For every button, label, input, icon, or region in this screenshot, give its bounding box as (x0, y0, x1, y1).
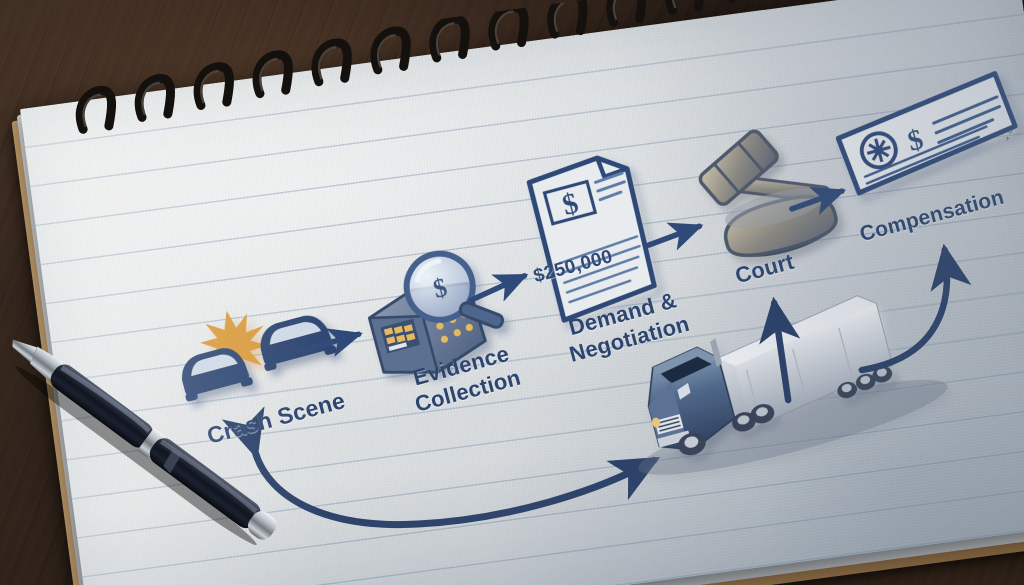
settlement-document-icon: $ (526, 155, 657, 323)
doc-body-lines (557, 235, 641, 304)
check-payment-icon: $ ,° (835, 71, 1018, 196)
doc-header-lines (593, 171, 626, 202)
magnifier-over-box-icon: $ (367, 250, 505, 374)
cab-wheels (678, 404, 775, 456)
diagram-vector-layer: $ $ (182, 71, 1018, 529)
exhaust-stack (710, 338, 723, 367)
pen-end-cap (248, 511, 277, 540)
connector-truck-to-compensation (858, 243, 972, 374)
svg-text:,°: ,° (1003, 125, 1015, 142)
semi-truck-photo (638, 295, 948, 475)
car-left (182, 348, 253, 402)
impact-burst (199, 310, 268, 379)
process-diagram: $ $ (20, 0, 1024, 585)
headlight (652, 417, 661, 428)
trailer-wheels (837, 366, 893, 399)
spiral-binding (51, 0, 1024, 150)
two-cars-collision-icon (182, 310, 337, 402)
front-bumper (657, 430, 691, 448)
connector-truck-to-court (759, 296, 801, 404)
connector-crash-to-evidence (298, 328, 363, 357)
keypad-panel (380, 318, 421, 354)
pen-center-ring (137, 427, 164, 458)
ballpoint-pen (0, 321, 290, 556)
connector-truck-to-crash-scene (221, 406, 661, 529)
spiral-coils (75, 0, 765, 134)
truck-cab (647, 346, 736, 451)
magnifier: $ (403, 250, 505, 329)
windshield (660, 356, 712, 384)
gavel-icon (698, 129, 838, 258)
notepad-top-page: $ $ (19, 0, 1024, 585)
connector-evidence-to-demand (468, 273, 529, 303)
check-lines (932, 95, 1002, 145)
connector-demand-to-court (645, 222, 704, 251)
pen-tip (12, 339, 37, 363)
connector-court-to-compensation (789, 187, 847, 216)
pen-barrel-upper (50, 364, 153, 448)
spiral-coil-highlights (82, 0, 691, 128)
pen-highlight (60, 365, 151, 434)
